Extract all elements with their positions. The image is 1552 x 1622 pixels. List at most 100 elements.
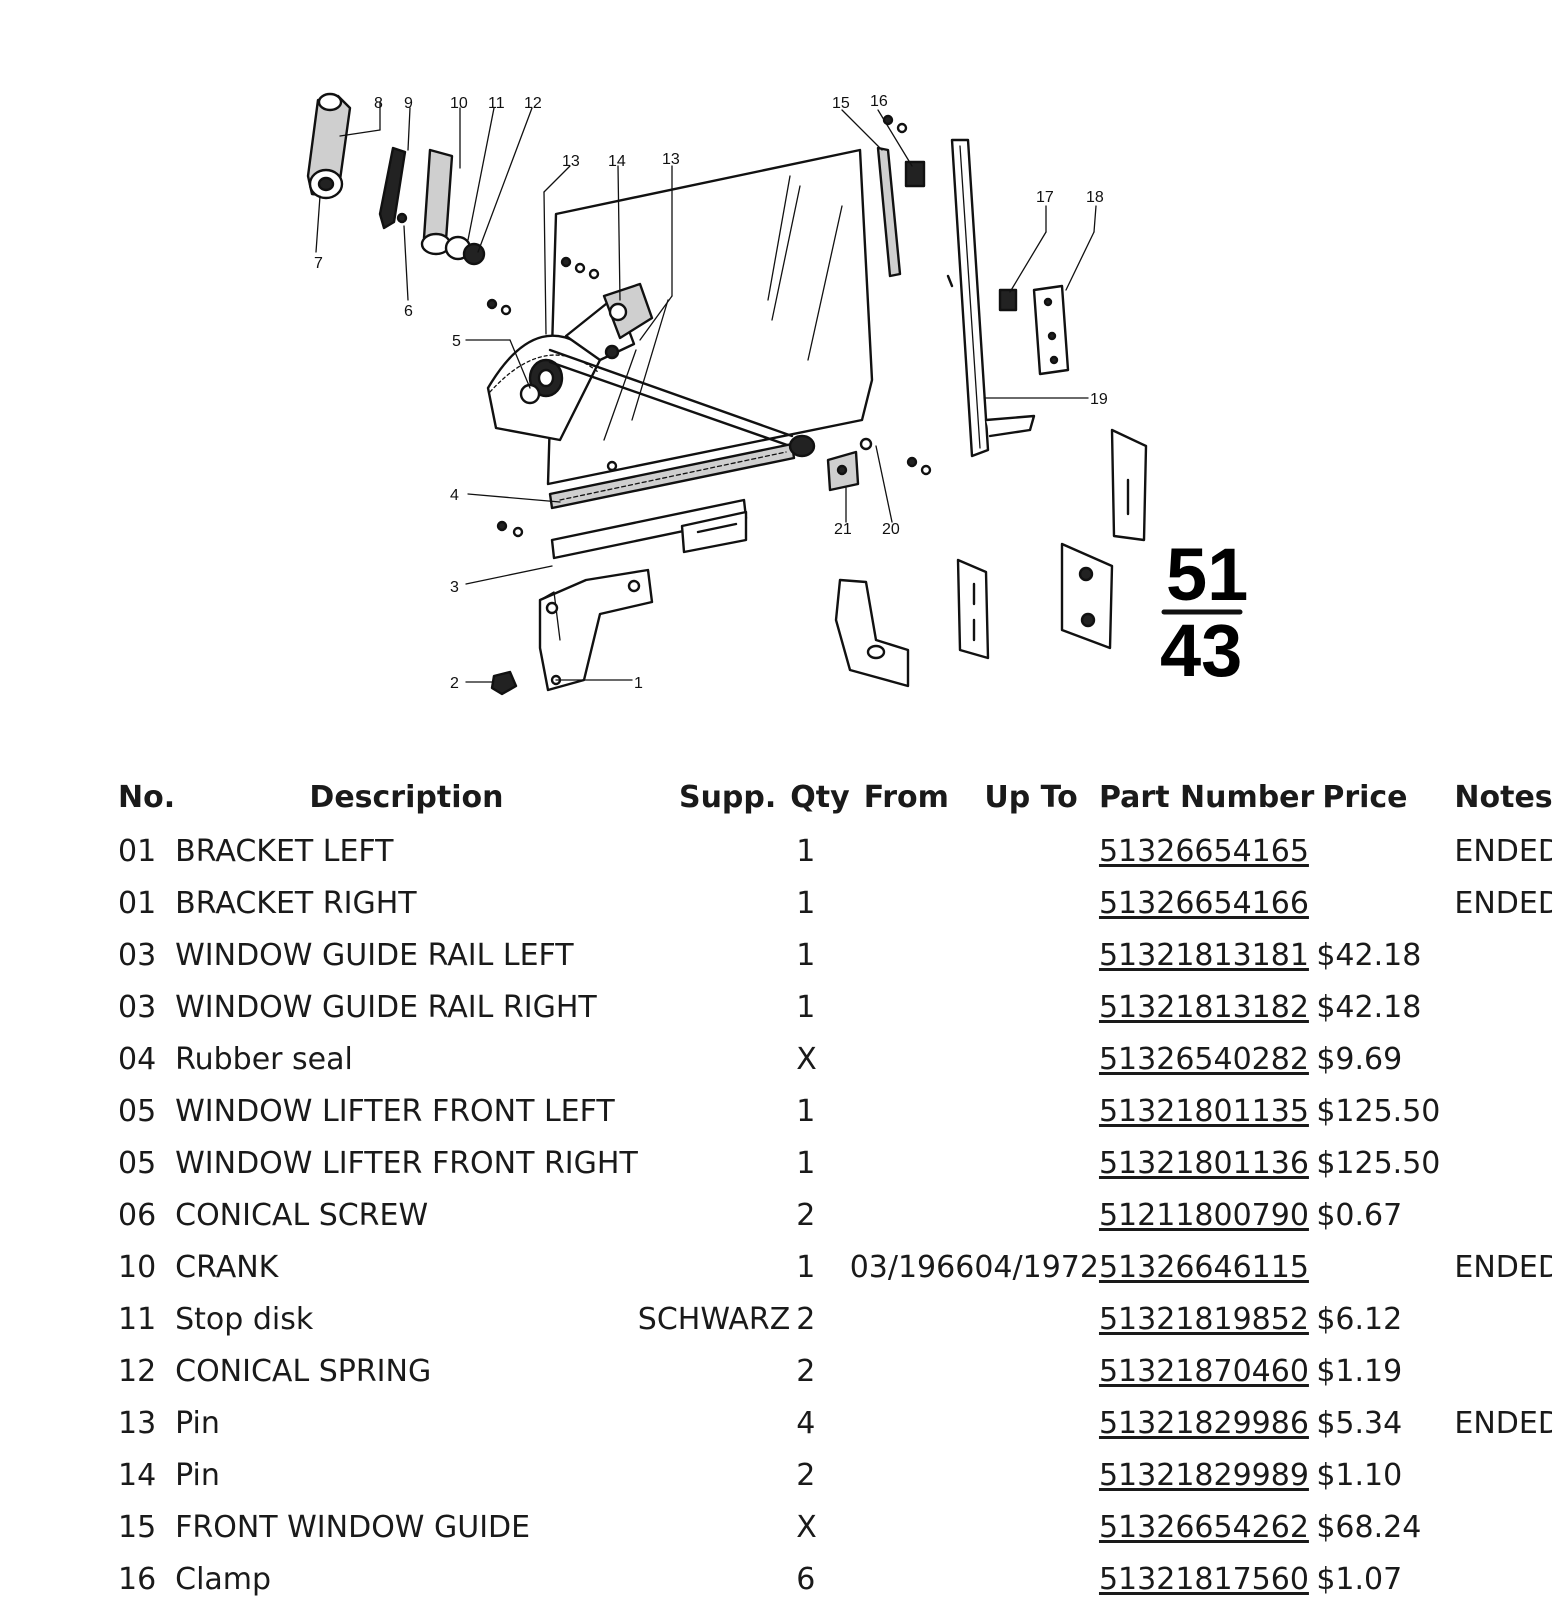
part-number-link[interactable]: 51326654165 xyxy=(1098,834,1309,869)
part-number-link[interactable]: 51321819852 xyxy=(1098,1302,1309,1337)
cell-price: $125.50 xyxy=(1316,1094,1441,1129)
callout-13b: 13 xyxy=(662,151,680,168)
cell-no: 14 xyxy=(118,1458,157,1493)
cell-up-to xyxy=(974,1302,1099,1354)
cell-up-to xyxy=(974,1042,1099,1094)
part-number-link[interactable]: 51321870460 xyxy=(1098,1354,1309,1389)
exploded-parts-diagram: 1 2 3 4 5 6 7 8 9 10 11 12 13 13 14 15 1… xyxy=(0,0,1552,720)
crank-handle-drawing xyxy=(306,92,352,200)
cell-description: WINDOW GUIDE RAIL LEFT xyxy=(175,938,574,973)
cell-no: 13 xyxy=(118,1406,157,1441)
cell-description: Clamp xyxy=(175,1562,272,1597)
part-number-link[interactable]: 51321829989 xyxy=(1098,1458,1309,1493)
guide-rails-drawing xyxy=(548,434,816,560)
cell-no: 16 xyxy=(118,1562,157,1597)
cell-description: BRACKET RIGHT xyxy=(175,886,417,921)
cell-description: CONICAL SCREW xyxy=(175,1198,429,1233)
part-number-link[interactable]: 51321801136 xyxy=(1098,1146,1309,1181)
callout-15: 15 xyxy=(832,95,850,112)
cell-price: $42.18 xyxy=(1316,938,1422,973)
cell-notes: ENDED xyxy=(1454,1406,1552,1441)
cell-from xyxy=(850,886,975,938)
cell-up-to xyxy=(974,990,1099,1042)
callout-17: 17 xyxy=(1036,189,1054,206)
part-number-link[interactable]: 51326646115 xyxy=(1098,1250,1309,1285)
cell-from: 03/1966 xyxy=(849,1250,975,1285)
cell-notes xyxy=(1440,1562,1552,1614)
lifter-arm-drawing xyxy=(548,282,794,448)
cell-no: 05 xyxy=(118,1146,157,1181)
part-number-link[interactable]: 51321813182 xyxy=(1098,990,1309,1025)
cell-price xyxy=(1314,886,1440,938)
header-no: No. xyxy=(118,780,176,815)
cell-supp xyxy=(638,1458,791,1510)
cell-qty: 2 xyxy=(796,1354,816,1389)
cell-no: 03 xyxy=(118,990,157,1025)
cell-notes xyxy=(1440,1302,1552,1354)
cell-qty: 1 xyxy=(796,1146,816,1181)
callout-9: 9 xyxy=(404,95,413,112)
cell-supp xyxy=(638,1042,791,1094)
header-supp: Supp. xyxy=(678,780,777,815)
cell-from xyxy=(850,990,975,1042)
cell-notes: ENDED xyxy=(1454,1250,1552,1285)
part-number-link[interactable]: 51321829986 xyxy=(1098,1406,1309,1441)
leader-lines xyxy=(315,101,1097,683)
cell-part-number: 51321870460 xyxy=(1099,1354,1314,1406)
callout-10: 10 xyxy=(450,95,468,112)
part-number-link[interactable]: 51321813181 xyxy=(1098,938,1309,973)
part-number-link[interactable]: 51326654166 xyxy=(1098,886,1309,921)
part-number-link[interactable]: 51321801135 xyxy=(1098,1094,1309,1129)
cell-up-to xyxy=(974,1094,1099,1146)
small-fasteners xyxy=(396,114,932,538)
cell-supp xyxy=(638,990,791,1042)
part-number-link[interactable]: 51211800790 xyxy=(1098,1198,1309,1233)
cell-supp xyxy=(638,1510,791,1562)
cell-no: 06 xyxy=(118,1198,157,1233)
table-row: 16 Clamp 6 51321817560$1.07 xyxy=(118,1562,1552,1614)
cell-price: $0.67 xyxy=(1316,1198,1403,1233)
cell-no: 10 xyxy=(118,1250,157,1285)
cell-no: 04 xyxy=(118,1042,157,1077)
part-number-link[interactable]: 51326654262 xyxy=(1098,1510,1309,1545)
part-number-link[interactable]: 51326540282 xyxy=(1098,1042,1309,1077)
cell-price: $9.69 xyxy=(1316,1042,1403,1077)
cell-from xyxy=(850,1042,975,1094)
cell-notes xyxy=(1440,1094,1552,1146)
cell-description: FRONT WINDOW GUIDE xyxy=(175,1510,531,1545)
cell-price: $1.07 xyxy=(1316,1562,1403,1597)
part-number-link[interactable]: 51321817560 xyxy=(1098,1562,1309,1597)
cell-supp xyxy=(638,834,791,886)
loose-brackets-drawing xyxy=(834,428,1148,688)
cell-up-to: 04/1972 xyxy=(974,1250,1099,1285)
cell-description: Pin xyxy=(175,1458,220,1493)
cell-price xyxy=(1314,834,1440,886)
cell-notes xyxy=(1440,1458,1552,1510)
cell-price xyxy=(1314,1250,1440,1302)
buffer-plate-drawing xyxy=(998,284,1070,376)
cell-up-to xyxy=(974,1406,1099,1458)
cell-supp xyxy=(638,938,791,990)
cell-qty: 2 xyxy=(796,1302,816,1337)
cell-notes xyxy=(1440,1042,1552,1094)
cell-qty: 4 xyxy=(796,1406,816,1441)
cell-from xyxy=(850,1406,975,1458)
cell-qty: 1 xyxy=(796,1094,816,1129)
cell-qty: 6 xyxy=(796,1562,816,1597)
cell-notes xyxy=(1440,1354,1552,1406)
cell-up-to xyxy=(974,1354,1099,1406)
cell-part-number: 51321829986 xyxy=(1099,1406,1314,1458)
cell-up-to xyxy=(974,834,1099,886)
run-channel-drawing xyxy=(946,138,1036,458)
handle-cover-drawing xyxy=(378,146,407,230)
cell-from xyxy=(850,834,975,886)
group-reference-bottom: 43 xyxy=(1160,609,1242,692)
callout-8: 8 xyxy=(374,95,383,112)
